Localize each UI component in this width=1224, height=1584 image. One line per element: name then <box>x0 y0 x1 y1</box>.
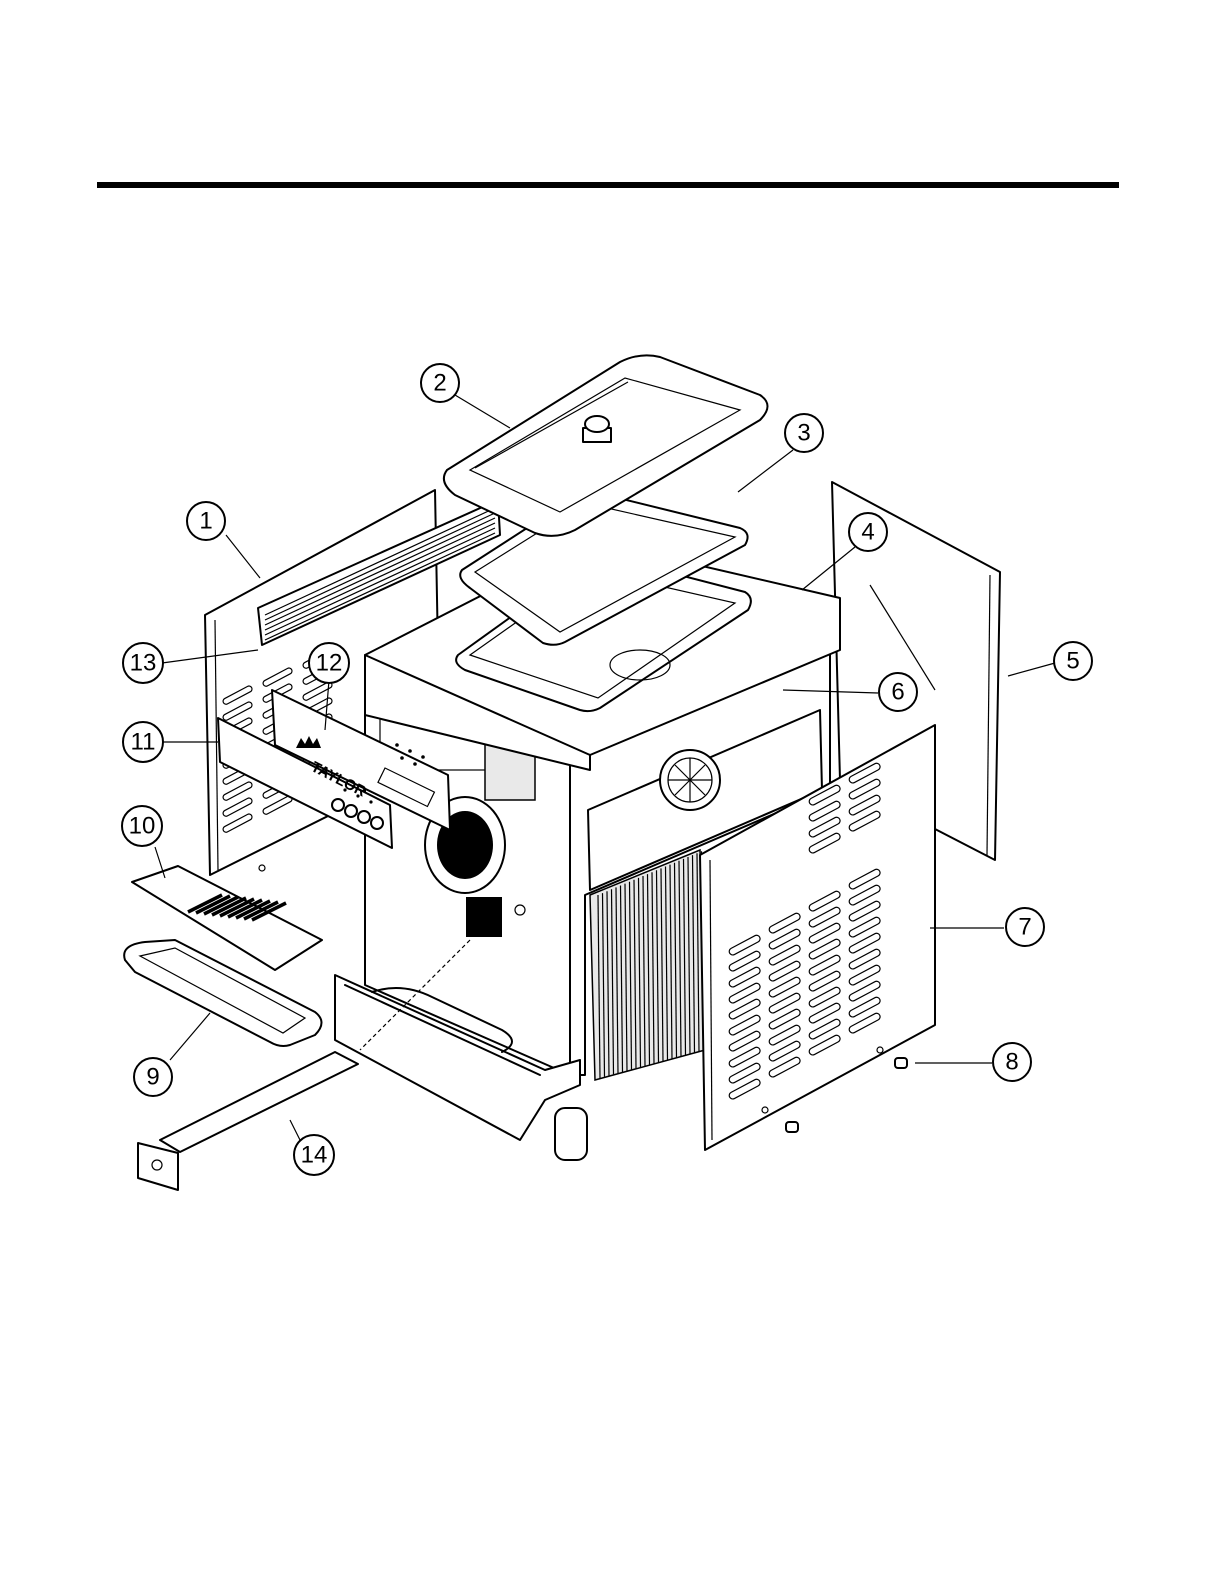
callout-13-label: 13 <box>130 650 157 677</box>
callout-10: 10 <box>122 806 162 846</box>
callout-8-label: 8 <box>1005 1049 1018 1076</box>
callout-1-label: 1 <box>199 508 212 535</box>
callout-5: 5 <box>1054 642 1092 680</box>
callout-3: 3 <box>785 414 823 452</box>
callout-2-label: 2 <box>433 370 446 397</box>
callout-9: 9 <box>134 1058 172 1096</box>
callout-6: 6 <box>879 673 917 711</box>
callout-4: 4 <box>849 513 887 551</box>
callout-3-label: 3 <box>797 420 810 447</box>
control-button-icon <box>345 805 357 817</box>
callout-6-label: 6 <box>891 679 904 706</box>
hopper-cover <box>444 355 768 536</box>
callout-12-label: 12 <box>316 650 343 677</box>
callout-10-label: 10 <box>129 813 156 840</box>
callout-8: 8 <box>993 1043 1031 1081</box>
control-button-icon <box>371 817 383 829</box>
callout-11: 11 <box>123 722 163 762</box>
callout-2: 2 <box>421 364 459 402</box>
callout-5-label: 5 <box>1066 648 1079 675</box>
callout-1: 1 <box>187 502 225 540</box>
callout-7-label: 7 <box>1018 914 1031 941</box>
callout-14-label: 14 <box>301 1142 328 1169</box>
callout-12: 12 <box>309 643 349 683</box>
callout-7: 7 <box>1006 908 1044 946</box>
control-button-icon <box>358 811 370 823</box>
callout-11-label: 11 <box>131 729 156 756</box>
callout-14: 14 <box>294 1135 334 1175</box>
callout-9-label: 9 <box>146 1064 159 1091</box>
callout-4-label: 4 <box>861 519 874 546</box>
control-button-icon <box>332 799 344 811</box>
callout-13: 13 <box>123 643 163 683</box>
